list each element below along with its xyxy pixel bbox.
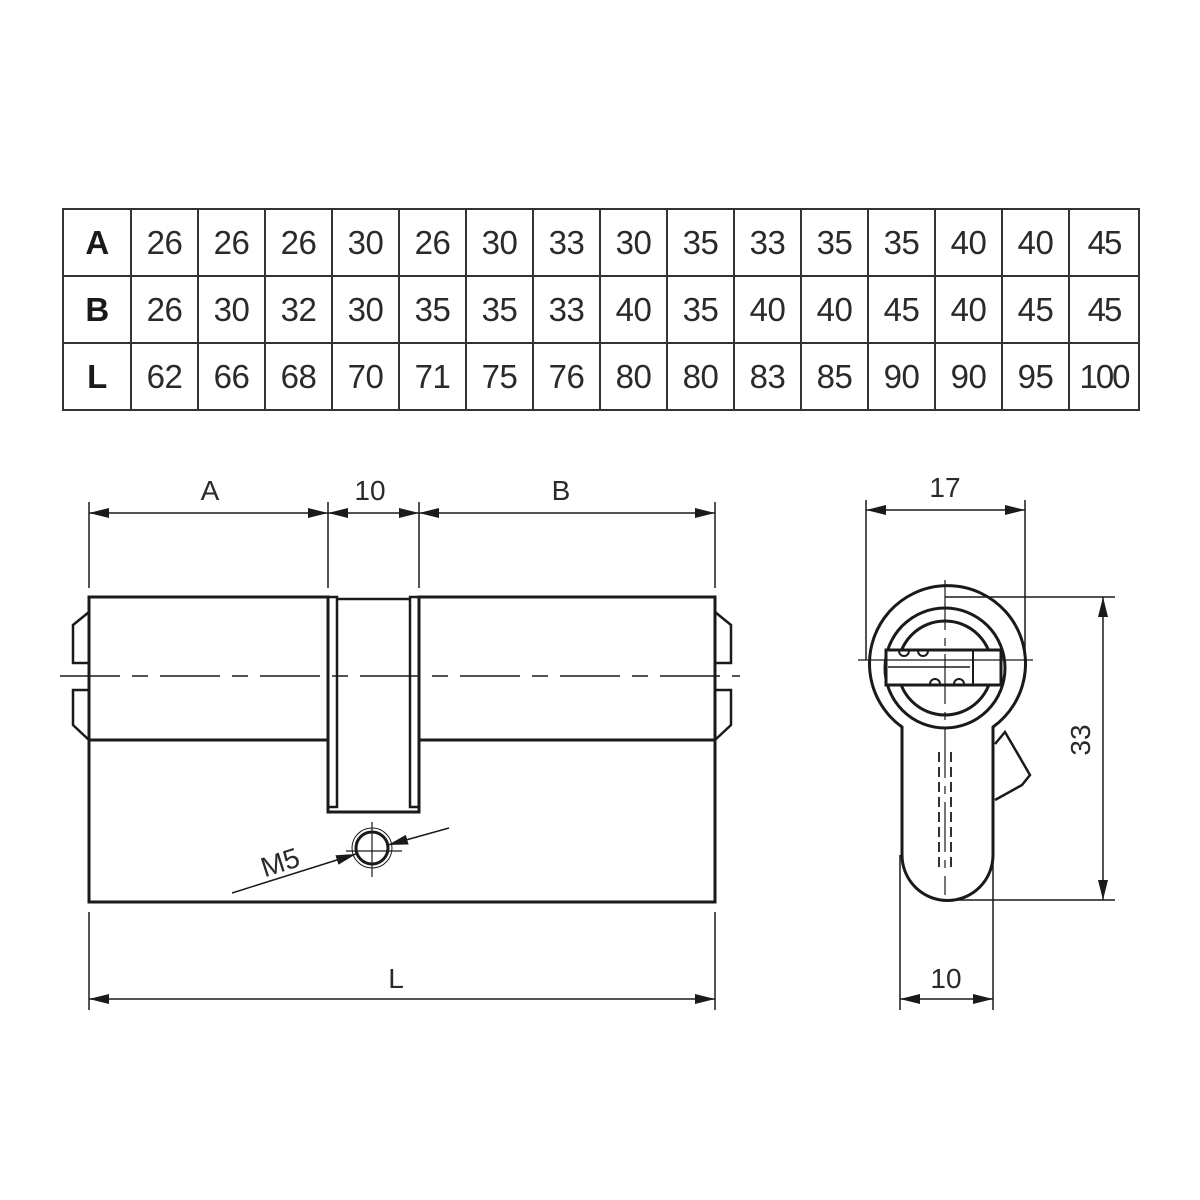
table-cell: 35 [465, 275, 534, 344]
table-cell: 35 [398, 275, 467, 344]
table-cell: 30 [599, 208, 668, 277]
table-cell: 40 [934, 208, 1003, 277]
table-cell: 35 [867, 208, 936, 277]
table-cell: 33 [532, 275, 601, 344]
table-cell: 30 [465, 208, 534, 277]
table-cell: 90 [867, 342, 936, 411]
table-cell: 95 [1001, 342, 1070, 411]
table-cell: 68 [264, 342, 333, 411]
dimension-l-label: L [388, 963, 404, 994]
table-cell: 26 [130, 275, 199, 344]
table-cell: 32 [264, 275, 333, 344]
dimension-gap-label: 10 [354, 475, 385, 506]
table-cell: 26 [197, 208, 266, 277]
table-cell: 30 [331, 208, 400, 277]
table-cell: 26 [130, 208, 199, 277]
height-33-label: 33 [1065, 724, 1096, 755]
row-header: B [62, 275, 132, 344]
table-cell: 45 [867, 275, 936, 344]
table-cell: 76 [532, 342, 601, 411]
table-cell: 70 [331, 342, 400, 411]
dimension-b-label: B [552, 475, 571, 506]
screw-hole-m5 [231, 822, 450, 894]
table-row-b: B 26 30 32 30 35 35 33 40 35 40 40 45 40… [62, 275, 1140, 344]
side-view [60, 502, 740, 1010]
table-cell: 35 [800, 208, 869, 277]
table-cell: 40 [934, 275, 1003, 344]
table-cell: 30 [197, 275, 266, 344]
table-row-a: A 26 26 26 30 26 30 33 30 35 33 35 35 40… [62, 208, 1140, 277]
table-cell: 26 [264, 208, 333, 277]
table-cell: 35 [666, 208, 735, 277]
dimension-table: A 26 26 26 30 26 30 33 30 35 33 35 35 40… [62, 208, 1140, 411]
table-cell: 45 [1068, 208, 1140, 277]
table-cell: 40 [800, 275, 869, 344]
table-cell: 66 [197, 342, 266, 411]
table-cell: 80 [666, 342, 735, 411]
table-cell: 30 [331, 275, 400, 344]
end-view [858, 500, 1115, 1010]
table-cell: 45 [1001, 275, 1070, 344]
row-header: L [62, 342, 132, 411]
table-cell: 62 [130, 342, 199, 411]
table-cell: 71 [398, 342, 467, 411]
table-cell: 33 [733, 208, 802, 277]
table-cell: 85 [800, 342, 869, 411]
table-cell: 40 [1001, 208, 1070, 277]
table-cell: 45 [1068, 275, 1140, 344]
table-cell: 80 [599, 342, 668, 411]
table-cell: 83 [733, 342, 802, 411]
bottom-10-label: 10 [930, 963, 961, 994]
screw-label: M5 [257, 842, 304, 884]
table-cell: 75 [465, 342, 534, 411]
table-cell: 100 [1068, 342, 1140, 411]
table-cell: 26 [398, 208, 467, 277]
table-cell: 40 [733, 275, 802, 344]
table-cell: 35 [666, 275, 735, 344]
row-header: A [62, 208, 132, 277]
table-row-l: L 62 66 68 70 71 75 76 80 80 83 85 90 90… [62, 342, 1140, 411]
table-cell: 40 [599, 275, 668, 344]
table-cell: 33 [532, 208, 601, 277]
width-17-label: 17 [929, 472, 960, 503]
table-cell: 90 [934, 342, 1003, 411]
dimension-a-label: A [201, 475, 220, 506]
